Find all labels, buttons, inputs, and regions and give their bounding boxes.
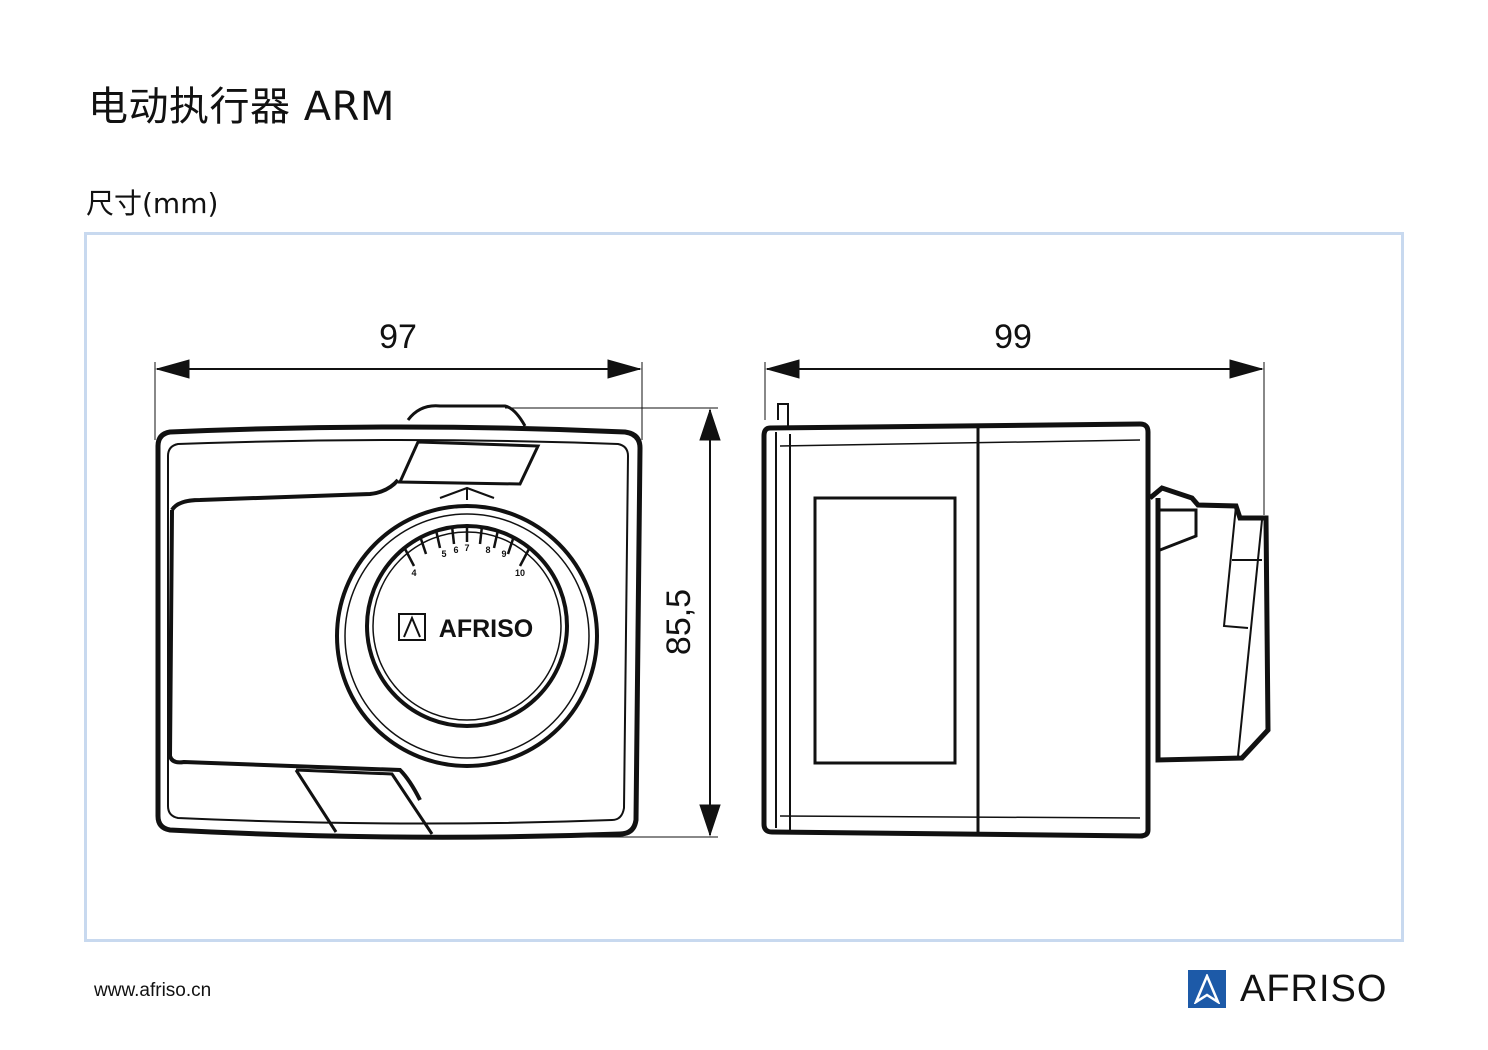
drawing-frame (84, 232, 1404, 942)
dial-scale-label: 8 (485, 545, 490, 555)
dial-scale-label: 9 (501, 549, 506, 559)
dial-scale-label: 6 (453, 545, 458, 555)
dial-scale-label: 10 (515, 568, 525, 578)
dial-scale-label: 7 (464, 543, 469, 553)
afriso-logo-text: AFRISO (1240, 968, 1388, 1010)
height-label: 85,5 (660, 589, 698, 655)
website-link[interactable]: www.afriso.cn (94, 980, 212, 1001)
dial-scale-label: 5 (441, 549, 446, 559)
front-width-dimension (154, 359, 643, 440)
side-width-label: 99 (994, 318, 1032, 356)
afriso-logo-icon (1188, 970, 1226, 1008)
afriso-logo: AFRISO (1188, 970, 1387, 1008)
dial-scale-label: 4 (411, 568, 416, 578)
side-width-dimension (764, 359, 1265, 515)
dimensions-subtitle: 尺寸(mm) (86, 187, 219, 220)
front-width-label: 97 (379, 318, 417, 356)
page-title: 电动执行器 ARM (88, 84, 395, 130)
front-view (155, 404, 643, 840)
side-view (761, 403, 1271, 839)
dial-brand-label: AFRISO (439, 615, 533, 643)
